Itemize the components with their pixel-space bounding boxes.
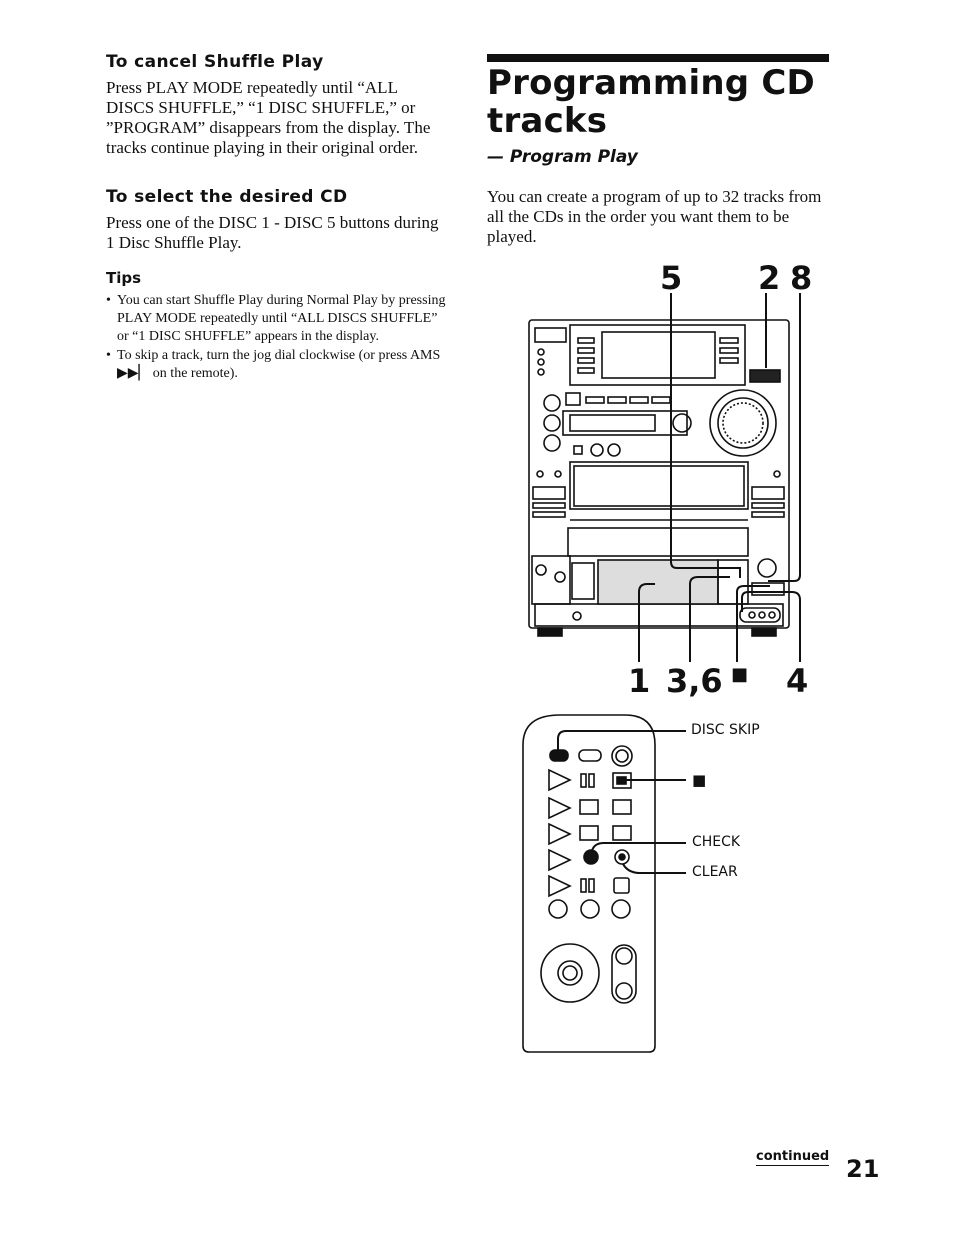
step-label-5: 5 (660, 259, 683, 297)
page-number: 21 (846, 1155, 880, 1183)
callout-stop: ■ (692, 771, 707, 789)
page-subtitle: — Program Play (487, 147, 638, 167)
step-label-stop: ■ (731, 664, 749, 685)
cancel-shuffle-heading: To cancel Shuffle Play (106, 52, 324, 72)
title-rule (487, 54, 829, 62)
step-label-8: 8 (790, 259, 813, 297)
intro-text: You can create a program of up to 32 tra… (487, 187, 822, 246)
tips-heading: Tips (106, 269, 142, 287)
cancel-shuffle-text: Press PLAY MODE repeatedly until “ALL DI… (106, 78, 431, 157)
tip-item: To skip a track, turn the jog dial clock… (106, 347, 446, 383)
step-label-3-6: 3,6 (666, 662, 723, 700)
continued-label: continued (756, 1149, 830, 1166)
callout-check: CHECK (692, 834, 741, 850)
callout-clear: CLEAR (692, 864, 738, 880)
callout-disc-skip: DISC SKIP (691, 722, 760, 738)
page-title: Programming CD tracks (487, 63, 815, 141)
step-label-4: 4 (786, 662, 809, 700)
stereo-leader-lines (638, 293, 801, 662)
stereo-unit-illustration (528, 319, 790, 637)
select-cd-heading: To select the desired CD (106, 187, 348, 207)
step-label-2: 2 (758, 259, 781, 297)
tips-list: You can start Shuffle Play during Normal… (106, 292, 446, 384)
remote-control-illustration (522, 714, 656, 1053)
tip-item: You can start Shuffle Play during Normal… (106, 292, 446, 346)
step-label-1: 1 (628, 662, 651, 700)
select-cd-text: Press one of the DISC 1 - DISC 5 buttons… (106, 213, 439, 252)
remote-leader-lines (557, 730, 686, 874)
